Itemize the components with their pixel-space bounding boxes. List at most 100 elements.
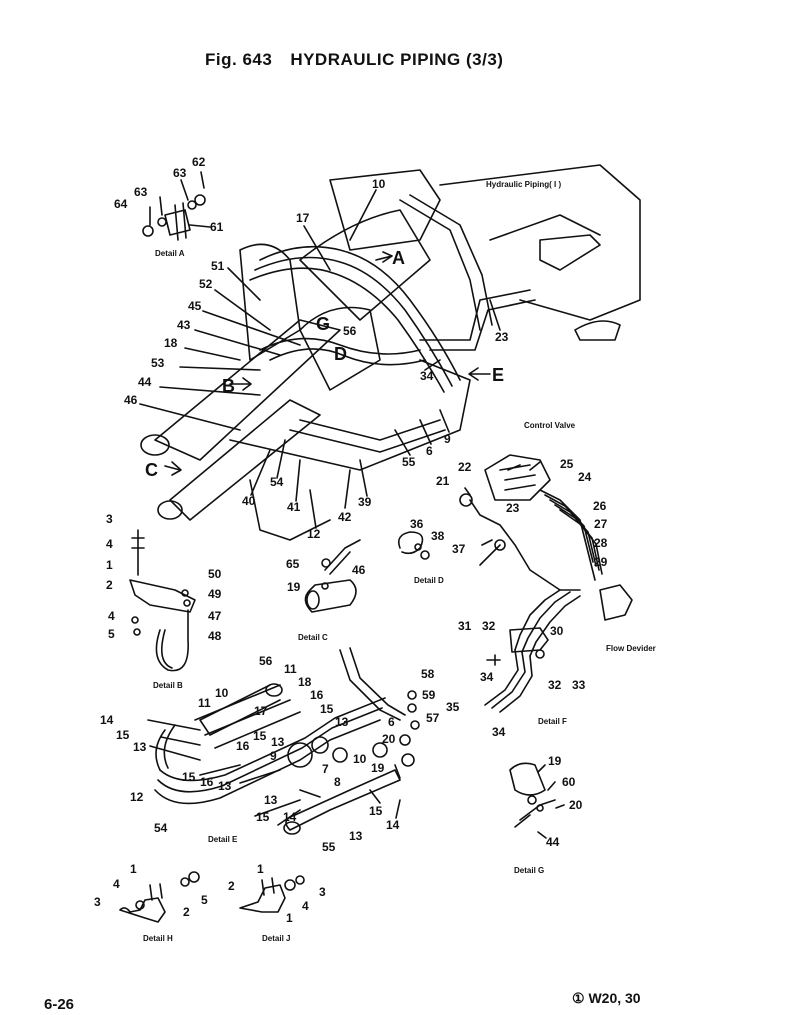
callout-e-12: 16 xyxy=(236,739,250,753)
callout-a-4: 61 xyxy=(210,220,224,234)
callout-main-16: 55 xyxy=(402,455,416,469)
callout-d-1: 38 xyxy=(431,529,445,543)
callout-main-15: 39 xyxy=(358,495,372,509)
callout-e-7: 15 xyxy=(320,702,334,716)
callout-main-18: 9 xyxy=(444,432,451,446)
callout-e-23: 13 xyxy=(264,793,278,807)
callout-e-1: 11 xyxy=(284,662,297,676)
callout-e-5: 16 xyxy=(310,688,324,702)
callout-main-7: 53 xyxy=(151,356,165,370)
view-letter-e: E xyxy=(492,365,504,385)
callout-main-21: 56 xyxy=(343,324,357,338)
callout-f-12: 32 xyxy=(548,678,562,692)
callout-a-0: 62 xyxy=(192,155,206,169)
caption-hydraulic-piping: Hydraulic Piping( I ) xyxy=(486,180,561,189)
callout-f-10: 31 xyxy=(458,619,472,633)
callout-main-11: 54 xyxy=(270,475,284,489)
callout-b-5: 49 xyxy=(208,587,222,601)
view-letter-a: A xyxy=(392,248,405,268)
callout-h-2: 3 xyxy=(94,895,101,909)
caption-detail-a: Detail A xyxy=(155,249,185,258)
callout-e-35: 59 xyxy=(422,688,436,702)
callout-g-0: 19 xyxy=(548,754,562,768)
caption-detail-e: Detail E xyxy=(208,835,238,844)
caption-control-valve: Control Valve xyxy=(524,421,576,430)
callout-e-14: 9 xyxy=(270,749,277,763)
callout-h-3: 2 xyxy=(183,905,190,919)
callout-e-19: 12 xyxy=(130,790,144,804)
callout-e-25: 55 xyxy=(322,840,336,854)
callout-b-2: 1 xyxy=(106,558,113,572)
callout-main-9: 46 xyxy=(124,393,138,407)
callout-e-18: 13 xyxy=(218,779,232,793)
callout-main-17: 6 xyxy=(426,444,433,458)
callout-b-9: 48 xyxy=(208,629,222,643)
callout-e-24: 13 xyxy=(349,829,363,843)
callout-c-1: 19 xyxy=(287,580,301,594)
callout-f-11: 32 xyxy=(482,619,496,633)
caption-detail-b: Detail B xyxy=(153,681,183,690)
callout-e-26: 15 xyxy=(369,804,383,818)
callout-main-12: 41 xyxy=(287,500,301,514)
callout-main-19: 34 xyxy=(420,369,434,383)
caption-detail-c: Detail C xyxy=(298,633,328,642)
callout-e-28: 7 xyxy=(322,762,329,776)
callout-main-2: 51 xyxy=(211,259,225,273)
caption-detail-h: Detail H xyxy=(143,934,173,943)
callout-b-3: 2 xyxy=(106,578,113,592)
callout-a-1: 63 xyxy=(173,166,187,180)
figure-number: Fig. 643 xyxy=(205,50,273,69)
callout-j-4: 1 xyxy=(286,911,293,925)
callout-h-1: 4 xyxy=(113,877,120,891)
callout-c-2: 46 xyxy=(352,563,366,577)
view-letter-c: C xyxy=(145,460,158,480)
callout-main-6: 18 xyxy=(164,336,178,350)
callout-e-9: 15 xyxy=(116,728,130,742)
callout-j-2: 3 xyxy=(319,885,326,899)
callout-main-10: 40 xyxy=(242,494,256,508)
callout-e-22: 15 xyxy=(256,810,270,824)
callout-e-21: 14 xyxy=(283,810,297,824)
callout-j-0: 1 xyxy=(257,862,264,876)
view-letter-g: G xyxy=(316,314,330,334)
callout-main-5: 43 xyxy=(177,318,191,332)
callout-e-27: 14 xyxy=(386,818,400,832)
callout-d-2: 37 xyxy=(452,542,466,556)
callout-b-8: 5 xyxy=(108,627,115,641)
callout-b-7: 4 xyxy=(108,609,115,623)
callout-f-15: 35 xyxy=(446,700,460,714)
callout-e-15: 13 xyxy=(271,735,285,749)
callout-f-4: 26 xyxy=(593,499,607,513)
callout-e-17: 16 xyxy=(200,775,214,789)
callout-e-36: 57 xyxy=(426,711,440,725)
callout-f-7: 28 xyxy=(594,536,608,550)
callout-a-2: 63 xyxy=(134,185,148,199)
callout-g-3: 44 xyxy=(546,835,560,849)
callout-main-4: 45 xyxy=(188,299,202,313)
callout-e-11: 13 xyxy=(335,715,349,729)
callout-f-16: 34 xyxy=(492,725,506,739)
callout-b-1: 4 xyxy=(106,537,113,551)
callout-e-30: 20 xyxy=(382,732,396,746)
callout-e-2: 18 xyxy=(298,675,312,689)
callout-e-34: 58 xyxy=(421,667,435,681)
view-letter-b: B xyxy=(222,376,235,396)
callout-f-8: 29 xyxy=(594,555,608,569)
callout-f-14: 34 xyxy=(480,670,494,684)
caption-flow-devider: Flow Devider xyxy=(606,644,656,653)
callout-g-1: 60 xyxy=(562,775,576,789)
callout-e-4: 11 xyxy=(198,696,211,710)
caption-detail-d: Detail D xyxy=(414,576,444,585)
callout-f-1: 25 xyxy=(560,457,574,471)
callout-f-5: 23 xyxy=(506,501,520,515)
callout-d-0: 36 xyxy=(410,517,424,531)
callout-f-9: 30 xyxy=(550,624,564,638)
callout-e-10: 13 xyxy=(133,740,147,754)
callout-main-20: 23 xyxy=(495,330,509,344)
callout-c-0: 65 xyxy=(286,557,300,571)
page-number: 6-26 xyxy=(44,996,75,1013)
callout-j-1: 2 xyxy=(228,879,235,893)
callout-e-29: 8 xyxy=(334,775,341,789)
